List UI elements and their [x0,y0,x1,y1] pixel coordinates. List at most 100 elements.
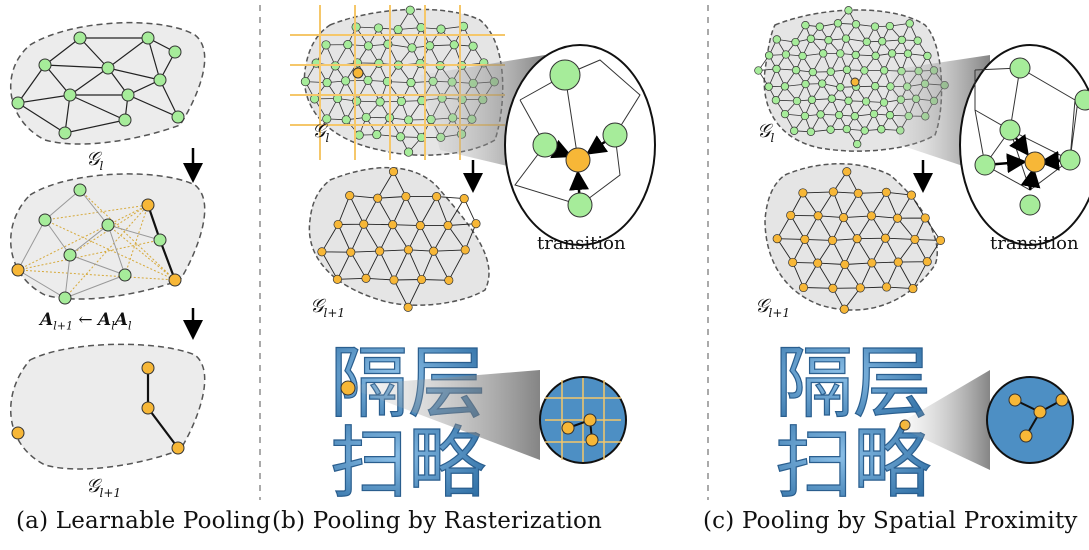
mesh-node [866,211,877,221]
label-g-l1-c: 𝒢l+1 [755,295,791,320]
mesh-edge-path [321,171,477,308]
mesh-node [788,257,798,267]
mesh-node [393,24,403,35]
mesh-node [459,194,469,204]
mesh-node [840,259,850,270]
mesh-node [903,49,913,58]
mesh-node [406,78,416,88]
mesh-node [828,187,838,197]
mesh-node [396,132,406,142]
mesh-node [813,211,823,221]
mesh-node [842,124,851,134]
mesh-node [791,37,800,47]
mesh-node [828,283,838,293]
mesh-node [819,49,828,58]
mesh-node [343,40,353,50]
mesh-node [906,190,916,200]
mesh-node [870,22,880,31]
label-g-l1-a: 𝒢l+1 [86,475,122,500]
zoom-circle-c2 [986,376,1074,464]
mesh-node [807,95,817,104]
mesh-node [853,139,862,149]
mesh-node [373,193,383,203]
panel-b: 隔层 扫略 [290,5,656,510]
mesh-node [772,64,781,74]
mesh-node [815,22,824,31]
mesh-node [878,37,887,46]
mesh-node [786,210,796,220]
mesh-node [860,126,869,135]
graph-a1-nodes [11,31,185,140]
mesh-node [860,66,869,75]
label-g-l-a: 𝒢l [86,148,104,173]
mesh-node [790,126,799,135]
mesh-node [806,34,816,43]
mesh-region-b2 [308,166,490,306]
mesh-node [468,41,478,51]
label-g-l1-b: 𝒢l+1 [310,295,346,320]
mesh-node [373,23,384,33]
mesh-node [415,221,425,231]
mesh-node [363,41,373,51]
mesh-node [908,284,918,294]
mesh-node [429,246,439,256]
mesh-node [798,282,809,293]
mesh-node [322,78,332,88]
mesh-node [341,76,351,86]
calligraphy-c-bottom: 扫略 [775,419,931,509]
zoom-nodes-c2 [1008,393,1069,443]
mesh-node [871,51,880,60]
mesh-node [905,19,914,28]
mesh-c2-edges [776,171,941,310]
mesh-node [764,51,774,60]
mesh-node [839,213,849,223]
calligraphy-c-top: 隔层 [775,339,931,429]
zoom-nodes-c [974,57,1089,216]
mesh-node [862,37,871,46]
mesh-node [374,58,384,68]
mesh-node [861,97,871,106]
mesh-node [923,51,932,61]
mesh-node [887,49,897,58]
mesh-node [352,96,362,106]
mesh-node [449,40,459,50]
mesh-node [801,21,810,30]
graph-region-a1 [9,21,206,145]
mesh-node [826,67,835,76]
mesh-node [407,43,417,53]
mesh-node [839,304,849,314]
mesh-node [913,36,922,45]
mesh-node [754,66,763,75]
mesh-node [893,257,903,267]
mesh-node [871,82,880,91]
mesh-node [853,188,863,198]
mesh-node [432,192,442,202]
mesh-node [460,245,470,255]
mesh-node [363,75,373,85]
mesh-node [850,112,859,121]
mesh-node [389,275,399,285]
mesh-node [877,125,886,134]
mesh-node [844,96,853,105]
mesh-node [798,51,807,61]
mesh-node [935,235,946,245]
mesh-node [375,246,385,256]
mesh-node [780,109,790,119]
mesh-node [322,114,332,124]
mesh-node [897,35,907,45]
mesh-node [764,82,773,91]
mesh-node [332,274,342,284]
mesh-node [345,191,355,201]
mesh-node [401,191,411,202]
label-g-l-c: 𝒢l [757,120,775,145]
mesh-node [780,82,790,91]
panel-c: 隔层 扫略 [754,6,1089,510]
mesh-node [405,5,415,15]
mesh-node [404,147,414,157]
mesh-node [771,96,781,105]
label-g-l-b: 𝒢l [312,120,330,145]
mesh-node [372,130,382,140]
mesh-node [818,79,827,88]
mesh-node [892,213,903,223]
